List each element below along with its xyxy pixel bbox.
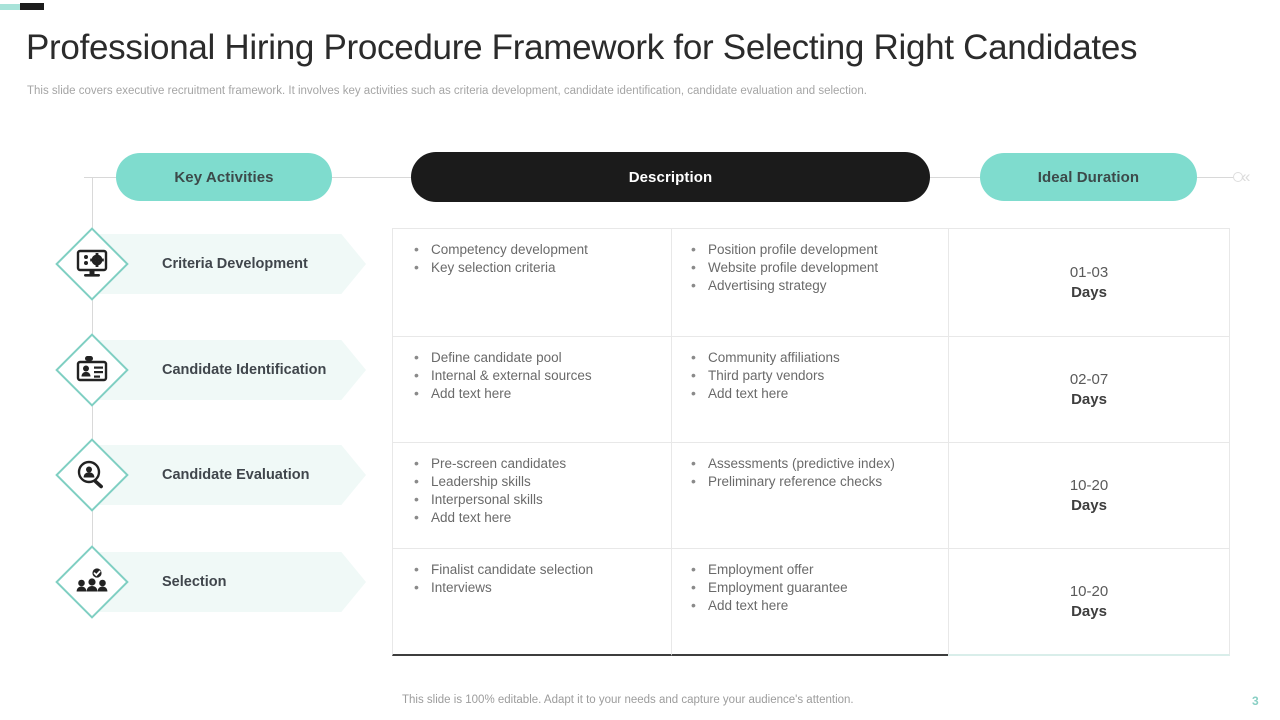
list-item: Add text here <box>409 384 661 403</box>
header-connector-line-mid <box>326 177 418 178</box>
footer-note: This slide is 100% editable. Adapt it to… <box>402 694 854 706</box>
table-cell-duration: 10-20 Days <box>948 442 1230 548</box>
page-number: 3 <box>1252 694 1259 708</box>
magnifier-person-icon <box>55 438 129 512</box>
bullet-list: Finalist candidate selection Interviews <box>409 560 661 597</box>
list-item: Interviews <box>409 578 661 597</box>
bullet-list: Competency development Key selection cri… <box>409 240 661 277</box>
duration-text: 02-07 Days <box>1070 370 1108 410</box>
column-header-ideal-duration[interactable]: Ideal Duration <box>980 153 1197 201</box>
list-item: Position profile development <box>686 240 938 259</box>
bullet-list: Assessments (predictive index) Prelimina… <box>686 454 938 491</box>
id-badge-icon <box>55 333 129 407</box>
list-item: Employment guarantee <box>686 578 938 597</box>
list-item: Employment offer <box>686 560 938 579</box>
duration-value: 02-07 <box>1069 370 1109 388</box>
double-chevron-left-icon: « <box>1241 167 1251 186</box>
list-item: Define candidate pool <box>409 348 661 367</box>
circle-endcap-icon <box>1233 172 1243 182</box>
activity-row-candidate-identification[interactable]: Candidate Identification <box>55 333 366 407</box>
bullet-list: Pre-screen candidates Leadership skills … <box>409 454 661 527</box>
people-check-icon <box>55 545 129 619</box>
list-item: Add text here <box>686 596 938 615</box>
table-cell-activities: Define candidate pool Internal & externa… <box>392 336 672 442</box>
table-cell-duration: 02-07 Days <box>948 336 1230 442</box>
framework-table: Competency development Key selection cri… <box>392 228 1230 656</box>
table-cell-duration: 10-20 Days <box>948 548 1230 656</box>
table-cell-activities: Pre-screen candidates Leadership skills … <box>392 442 672 548</box>
header-connector-line-left <box>84 177 124 178</box>
table-row: Pre-screen candidates Leadership skills … <box>392 442 1230 548</box>
activity-label: Criteria Development <box>162 255 308 272</box>
table-cell-activities: Finalist candidate selection Interviews <box>392 548 672 656</box>
list-item: Community affiliations <box>686 348 938 367</box>
header-connector-line-end <box>1192 177 1234 178</box>
list-item: Third party vendors <box>686 366 938 385</box>
activity-banner <box>92 445 366 505</box>
table-cell-activities: Competency development Key selection cri… <box>392 228 672 336</box>
activity-banner <box>92 234 366 294</box>
page-title: Professional Hiring Procedure Framework … <box>26 28 1138 67</box>
duration-text: 10-20 Days <box>1070 476 1108 516</box>
list-item: Assessments (predictive index) <box>686 454 938 473</box>
table-row: Finalist candidate selection Interviews … <box>392 548 1230 656</box>
activity-row-criteria-development[interactable]: Criteria Development <box>55 227 366 301</box>
duration-text: 01-03 Days <box>1070 263 1108 303</box>
list-item: Key selection criteria <box>409 258 661 277</box>
bullet-list: Define candidate pool Internal & externa… <box>409 348 661 403</box>
list-item: Leadership skills <box>409 472 661 491</box>
list-item: Preliminary reference checks <box>686 472 938 491</box>
activity-banner <box>92 340 366 400</box>
list-item: Internal & external sources <box>409 366 661 385</box>
table-cell-description: Assessments (predictive index) Prelimina… <box>671 442 949 548</box>
bullet-list: Employment offer Employment guarantee Ad… <box>686 560 938 615</box>
monitor-gear-icon <box>55 227 129 301</box>
activity-row-selection[interactable]: Selection <box>55 545 366 619</box>
column-header-description[interactable]: Description <box>411 152 930 202</box>
duration-unit: Days <box>1071 496 1107 514</box>
list-item: Finalist candidate selection <box>409 560 661 579</box>
column-header-key-activities[interactable]: Key Activities <box>116 153 332 201</box>
top-accent-bar-teal <box>0 4 38 10</box>
duration-value: 01-03 <box>1069 263 1109 281</box>
table-cell-description: Position profile development Website pro… <box>671 228 949 336</box>
activity-row-candidate-evaluation[interactable]: Candidate Evaluation <box>55 438 366 512</box>
duration-value: 10-20 <box>1069 582 1109 600</box>
page-subtitle: This slide covers executive recruitment … <box>27 85 867 97</box>
table-row: Competency development Key selection cri… <box>392 228 1230 336</box>
table-cell-description: Employment offer Employment guarantee Ad… <box>671 548 949 656</box>
list-item: Pre-screen candidates <box>409 454 661 473</box>
duration-unit: Days <box>1071 390 1107 408</box>
duration-text: 10-20 Days <box>1070 582 1108 622</box>
bullet-list: Position profile development Website pro… <box>686 240 938 295</box>
list-item: Competency development <box>409 240 661 259</box>
list-item: Add text here <box>409 508 661 527</box>
list-item: Interpersonal skills <box>409 490 661 509</box>
list-item: Add text here <box>686 384 938 403</box>
header-connector-line-right <box>924 177 986 178</box>
list-item: Website profile development <box>686 258 938 277</box>
bullet-list: Community affiliations Third party vendo… <box>686 348 938 403</box>
table-row: Define candidate pool Internal & externa… <box>392 336 1230 442</box>
activity-label: Candidate Evaluation <box>162 466 310 483</box>
table-cell-description: Community affiliations Third party vendo… <box>671 336 949 442</box>
table-cell-duration: 01-03 Days <box>948 228 1230 336</box>
list-item: Advertising strategy <box>686 276 938 295</box>
duration-unit: Days <box>1071 602 1107 620</box>
duration-value: 10-20 <box>1069 476 1109 494</box>
activity-banner <box>92 552 366 612</box>
duration-unit: Days <box>1071 283 1107 301</box>
top-accent-bar-dark <box>20 3 44 10</box>
activity-label: Candidate Identification <box>162 361 327 378</box>
activity-label: Selection <box>162 573 227 590</box>
